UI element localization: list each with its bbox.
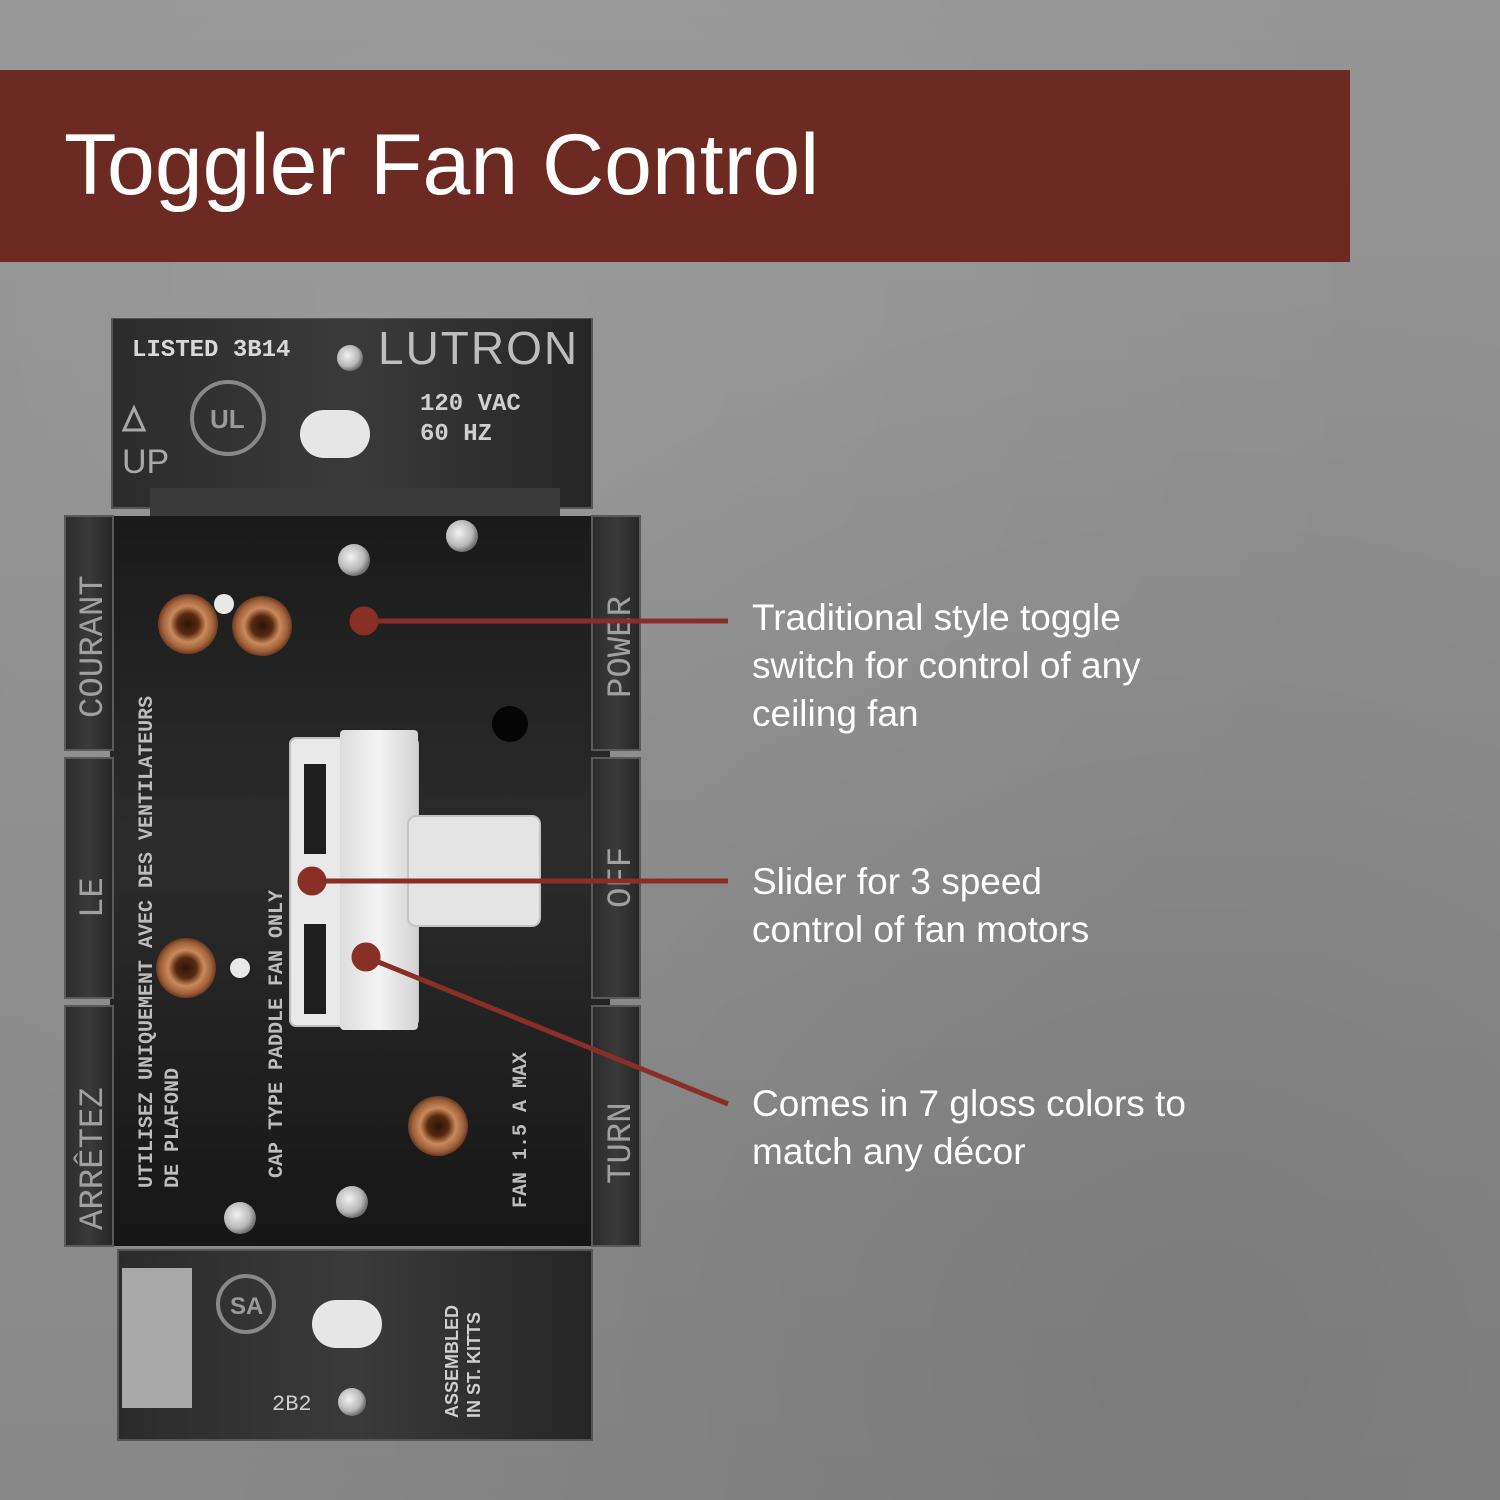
turn-label: TURN: [603, 1102, 641, 1184]
up-label: UP: [122, 443, 169, 481]
terminal-screw-3: [156, 938, 216, 998]
breakoff-tabs: [122, 1268, 192, 1408]
arretez-label: ARRÊTEZ: [74, 1087, 113, 1230]
off-label: OFF: [603, 847, 641, 908]
mounting-screw: [338, 544, 370, 576]
callout-line: Comes in 7 gloss colors to: [752, 1083, 1186, 1124]
slider-track: [304, 764, 326, 854]
terminal-screw-4: [408, 1096, 468, 1156]
strap-hole: [337, 345, 363, 371]
bottom-screw-slot: [312, 1300, 382, 1348]
power-label: POWER: [603, 596, 641, 698]
callout-toggle-switch: Traditional style toggle switch for cont…: [752, 594, 1392, 738]
listed-label: LISTED 3B14: [132, 337, 290, 364]
strap-hole: [338, 1388, 366, 1416]
terminal-screw-2: [232, 596, 292, 656]
bottom-mounting-strap: SA 2B2 ASSEMBLED IN ST. KITTS: [117, 1249, 593, 1441]
callout-slider: Slider for 3 speed control of fan motors: [752, 858, 1392, 954]
page-title: Toggler Fan Control: [64, 117, 820, 213]
ul-mark-text: UL: [210, 404, 245, 434]
model-code: 2B2: [272, 1392, 312, 1417]
callout-line: ceiling fan: [752, 693, 919, 734]
french-warning-line1: UTILISEZ UNIQUEMENT AVEC DES VENTILATEUR…: [136, 696, 159, 1188]
courant-label: COURANT: [75, 575, 113, 718]
assembled-line2: IN ST. KITTS: [464, 1312, 484, 1418]
callout-line: Traditional style toggle: [752, 597, 1121, 638]
up-arrow-icon: [121, 404, 147, 432]
csa-mark-icon: [216, 1274, 276, 1334]
title-banner: Toggler Fan Control: [0, 70, 1350, 262]
toggle-paddle[interactable]: [407, 815, 541, 927]
callout-line: match any décor: [752, 1131, 1026, 1172]
csa-mark-text: SA: [230, 1293, 263, 1320]
indicator-dot: [214, 594, 234, 614]
mounting-screw: [224, 1202, 256, 1234]
mounting-screw: [446, 520, 478, 552]
french-warning-line2: DE PLAFOND: [162, 1068, 185, 1188]
leader-dot-toggle: [349, 606, 379, 636]
indicator-dot: [230, 958, 250, 978]
assembled-line1: ASSEMBLED: [442, 1305, 462, 1418]
leader-dot-slider: [297, 866, 327, 896]
le-label: LE: [75, 877, 113, 918]
leader-dot-colors: [351, 942, 381, 972]
callout-line: control of fan motors: [752, 909, 1090, 950]
callout-line: Slider for 3 speed: [752, 861, 1043, 902]
slider-track: [304, 924, 326, 1014]
top-screw-slot: [300, 410, 370, 458]
paddle-fan-warning: CAP TYPE PADDLE FAN ONLY: [266, 890, 289, 1178]
leader-line-colors: [365, 954, 729, 1107]
brand-logo: LUTRON: [378, 322, 579, 374]
terminal-screw-1: [158, 594, 218, 654]
callout-line: switch for control of any: [752, 645, 1141, 686]
frequency-label: 60 HZ: [420, 421, 492, 448]
ul-mark-icon: [190, 380, 266, 456]
voltage-label: 120 VAC: [420, 391, 521, 418]
top-mounting-strap: LISTED 3B14 LUTRON UL 120 VAC 60 HZ UP: [111, 318, 593, 518]
callout-colors: Comes in 7 gloss colors to match any déc…: [752, 1080, 1392, 1176]
rating-label: FAN 1.5 A MAX: [510, 1052, 533, 1208]
access-hole: [492, 706, 528, 742]
mounting-screw: [336, 1186, 368, 1218]
